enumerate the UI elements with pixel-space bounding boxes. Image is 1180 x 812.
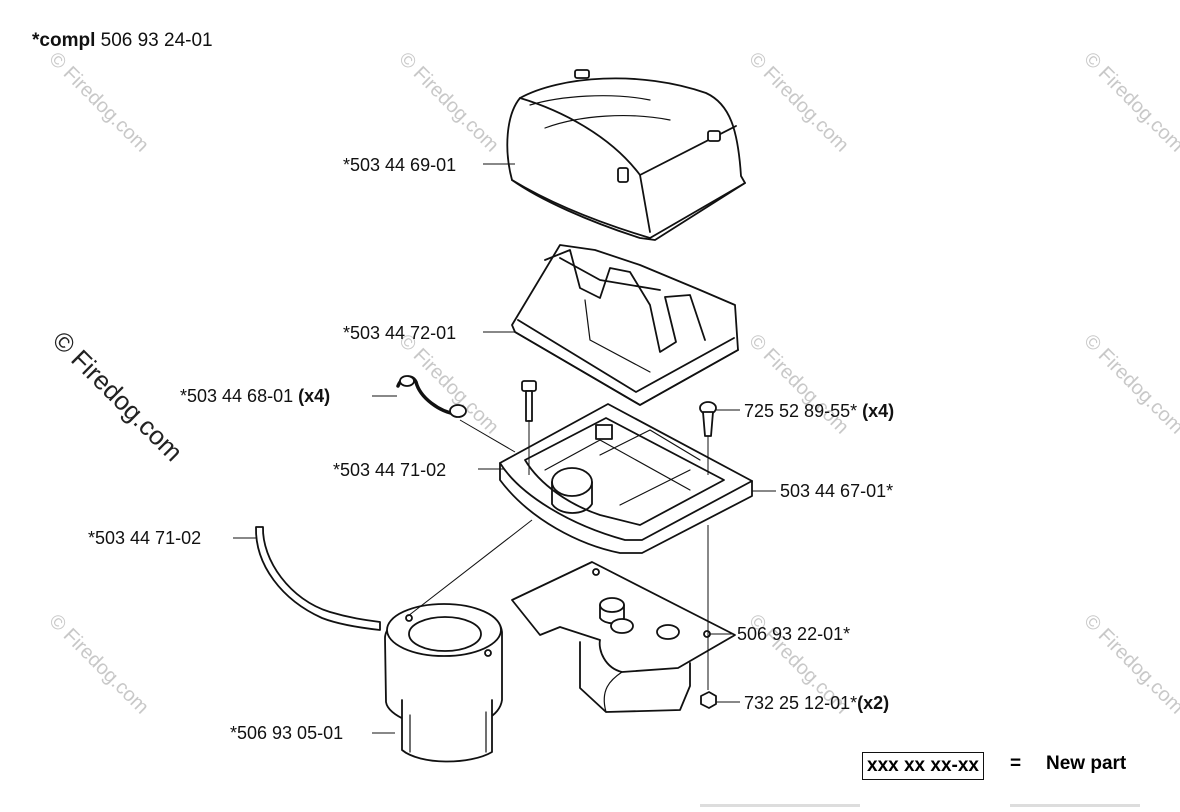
air-filter-element: [511, 244, 739, 406]
callout-nut: 732 25 12-01*(x2): [744, 693, 889, 713]
callout-screw-top: 725 52 89-55* (x4): [744, 401, 894, 421]
part-number: *503 44 68-01: [180, 386, 294, 406]
part-number: *503 44 69-01: [343, 155, 457, 175]
part-number: 503 44 67-01*: [780, 481, 894, 501]
part-number: *503 44 72-01: [343, 323, 457, 343]
part-number: 725 52 89-55*: [744, 401, 858, 421]
bottom-edge-mark: [1010, 804, 1140, 807]
mounting-bracket: [511, 561, 736, 713]
legend-meaning: New part: [1046, 753, 1127, 774]
air-filter-cover: [506, 69, 746, 241]
gasket-strip: [255, 526, 381, 631]
part-quantity: (x4): [862, 401, 895, 421]
part-number: 732 25 12-01*: [744, 693, 858, 713]
spring-clip: [396, 375, 467, 418]
bottom-edge-mark: [700, 804, 860, 807]
part-number: *503 44 71-02: [333, 460, 447, 480]
assembly-prefix: *compl: [32, 30, 96, 51]
intake-adapter: [384, 603, 503, 763]
assembly-number: 506 93 24-01: [100, 30, 213, 51]
screw-right: [699, 401, 717, 437]
callout-cover: *503 44 69-01: [343, 155, 456, 175]
assembly-title: *compl 506 93 24-01: [32, 30, 213, 52]
callout-filter: *503 44 72-01: [343, 323, 456, 343]
callout-intake: *506 93 05-01: [230, 723, 343, 743]
part-number: *503 44 71-02: [88, 528, 202, 548]
callout-clip: *503 44 68-01 (x4): [180, 386, 330, 406]
hex-nut: [700, 691, 717, 709]
legend-equals: =: [1010, 753, 1022, 774]
part-number: *506 93 05-01: [230, 723, 344, 743]
callout-gasket-strip: *503 44 71-02: [88, 528, 201, 548]
part-quantity: (x2): [857, 693, 890, 713]
leader-lines: [233, 163, 776, 734]
callout-bracket: 506 93 22-01*: [737, 624, 850, 644]
filter-base: [499, 403, 753, 554]
legend-code: xxx xx xx-xx: [862, 752, 984, 780]
callout-gasket-top: *503 44 71-02: [333, 460, 446, 480]
callout-base: 503 44 67-01*: [780, 481, 893, 501]
part-quantity: (x4): [298, 386, 331, 406]
screw-left: [521, 380, 537, 422]
part-number: 506 93 22-01*: [737, 624, 851, 644]
